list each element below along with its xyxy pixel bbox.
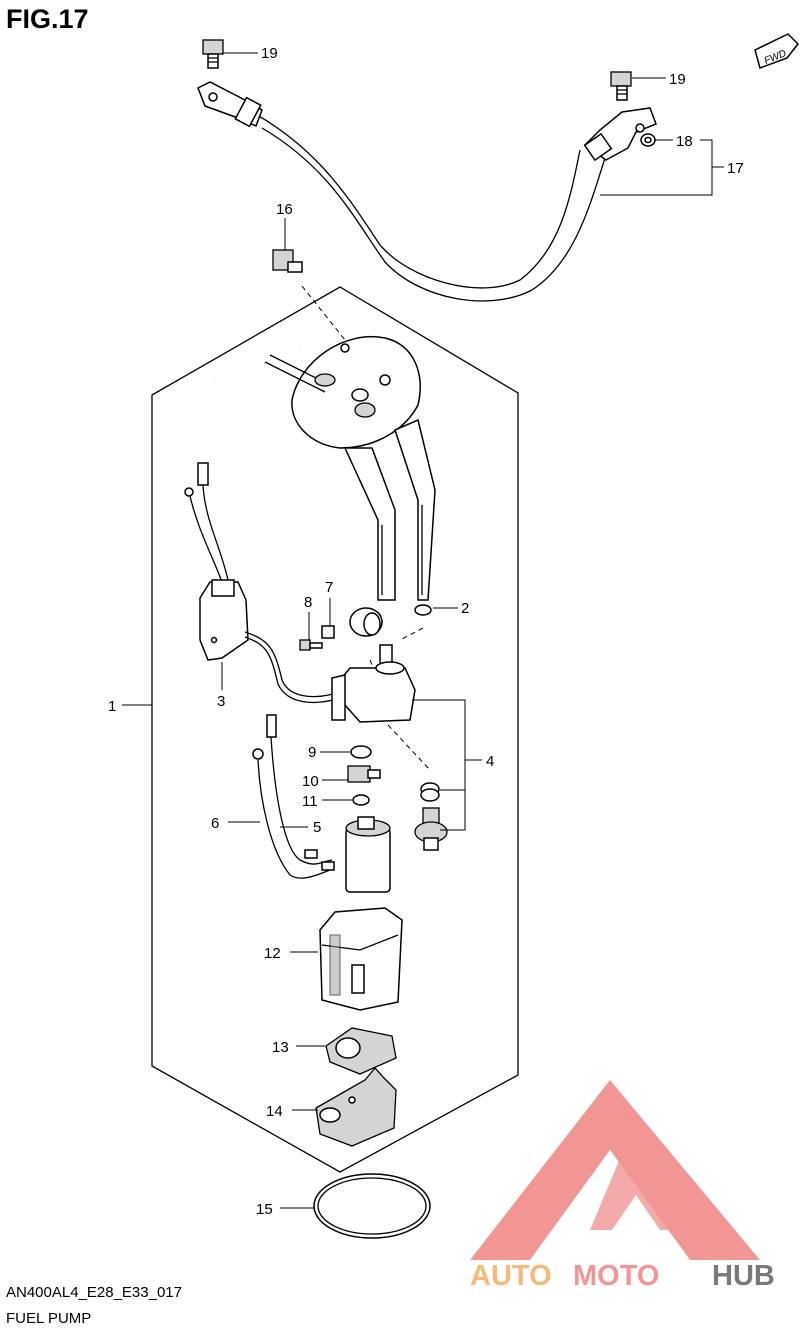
callout-10: 10 xyxy=(302,773,319,790)
wiring-harness-3 xyxy=(184,462,346,704)
callout-13: 13 xyxy=(272,1039,289,1056)
callout-19a: 19 xyxy=(261,45,278,62)
callout-14: 14 xyxy=(266,1103,283,1120)
callout-4: 4 xyxy=(486,753,494,770)
footer-name: FUEL PUMP xyxy=(6,1310,92,1327)
cover-14 xyxy=(315,1067,397,1147)
watermark-logo: AUTO MOTO HUB xyxy=(470,1080,775,1292)
callout-8: 8 xyxy=(304,594,312,611)
pump-top-plate xyxy=(212,336,436,601)
pressure-regulator xyxy=(414,807,448,851)
callout-17: 17 xyxy=(727,160,744,177)
pump-wires-5-6 xyxy=(252,714,335,879)
regulator-washer xyxy=(420,782,440,802)
regulator-housing-4 xyxy=(331,644,416,723)
fuel-pump-motor xyxy=(345,816,391,893)
fwd-arrow: FWD xyxy=(754,33,800,69)
gasket-15-inner xyxy=(317,1177,427,1235)
watermark-hub: HUB xyxy=(712,1260,775,1292)
fuel-filter-13 xyxy=(325,1027,397,1075)
callout-2: 2 xyxy=(461,600,469,617)
o-ring-9 xyxy=(350,745,372,759)
pump-holder-12 xyxy=(319,907,403,1011)
intake-cap xyxy=(349,607,383,637)
callout-9: 9 xyxy=(308,744,316,761)
callout-3: 3 xyxy=(217,693,225,710)
callout-11: 11 xyxy=(302,793,318,810)
figure-title: FIG.17 xyxy=(6,4,89,34)
callout-5: 5 xyxy=(313,819,321,836)
gasket-15 xyxy=(313,1173,431,1239)
leader-lines xyxy=(122,52,724,1209)
callout-19b: 19 xyxy=(669,71,686,88)
callout-6: 6 xyxy=(211,815,219,832)
bolt-19-right xyxy=(610,71,632,101)
nut-7 xyxy=(321,625,335,639)
connector-10 xyxy=(347,765,381,783)
watermark-auto: AUTO xyxy=(470,1260,552,1292)
callout-12: 12 xyxy=(264,945,281,962)
screw-8 xyxy=(299,639,323,651)
o-ring-2 xyxy=(414,604,432,616)
o-ring-11 xyxy=(352,794,370,806)
callout-18: 18 xyxy=(676,133,693,150)
callout-16: 16 xyxy=(276,201,293,218)
bolt-16 xyxy=(272,249,303,273)
callout-labels: 19 19 18 17 16 2 1 3 7 8 9 10 11 6 5 4 1… xyxy=(108,45,744,1218)
assembly-1-outline xyxy=(151,286,519,1173)
footer-code: AN400AL4_E28_E33_017 xyxy=(6,1284,182,1301)
fuel-hose xyxy=(197,81,657,302)
callout-15: 15 xyxy=(256,1201,273,1218)
watermark-moto: MOTO xyxy=(573,1260,659,1292)
bolt-19-left xyxy=(202,39,224,69)
washer-18 xyxy=(640,133,656,147)
callout-7: 7 xyxy=(325,579,333,596)
callout-1: 1 xyxy=(108,698,116,715)
